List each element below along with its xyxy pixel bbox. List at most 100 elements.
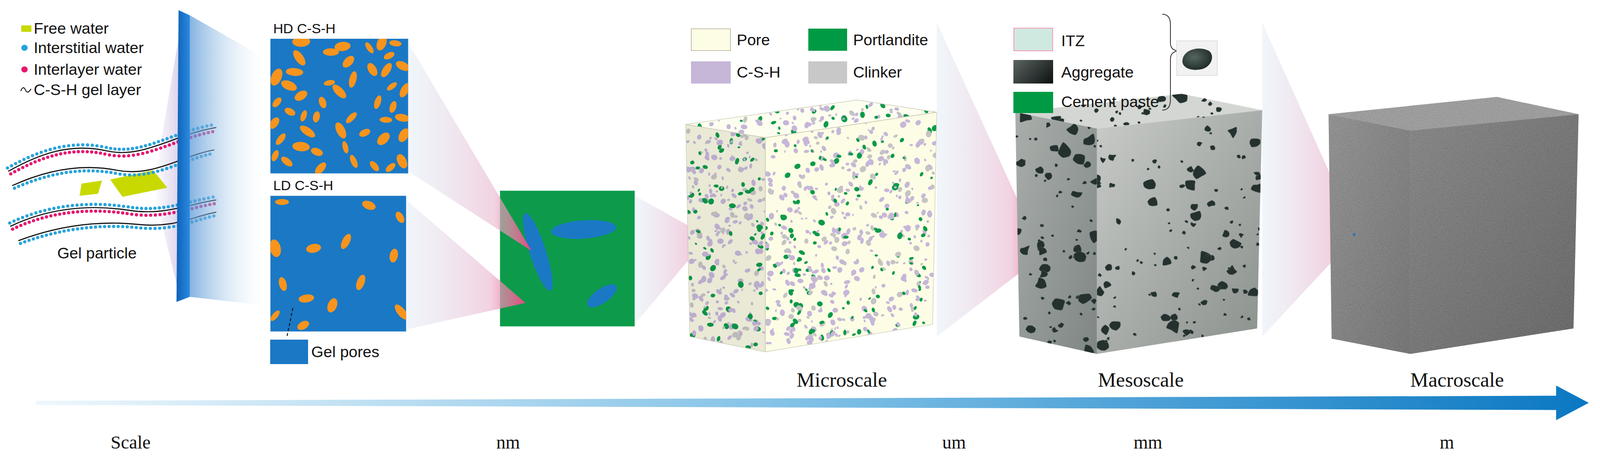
water-dot	[6, 166, 10, 170]
cement-matrix-square	[500, 190, 636, 327]
hd-csh-box: HD C-S-H	[270, 20, 408, 174]
csh-particles	[270, 199, 407, 332]
water-dot	[42, 175, 46, 180]
water-dot	[90, 143, 94, 147]
water-dot	[171, 141, 176, 146]
cube-face	[685, 124, 766, 353]
phase-particle	[930, 183, 936, 190]
aggregate-particle	[1222, 230, 1230, 238]
aggregate-particle	[1096, 139, 1099, 142]
phase-particle	[830, 116, 836, 121]
water-dot	[163, 212, 167, 216]
aggregate-particle	[1040, 270, 1049, 278]
aggregate-particle	[1190, 204, 1199, 211]
phase-particle	[902, 156, 906, 160]
aggregate-particle	[1104, 340, 1108, 343]
legend-interstitial-water: Interstitial water	[33, 38, 144, 57]
water-dot	[15, 225, 19, 230]
csh-particle	[270, 149, 280, 163]
zoom-fan	[189, 15, 271, 307]
phase-particle	[842, 117, 846, 121]
phase-particle	[874, 285, 877, 289]
phase-particle	[881, 266, 887, 272]
legend-itz: ITZ	[1061, 31, 1085, 50]
phase-particle	[873, 312, 878, 316]
water-dot	[66, 211, 71, 215]
water-dot	[130, 212, 134, 217]
water-dot	[57, 145, 61, 150]
aggregate-particle	[1083, 161, 1091, 169]
phase-particle	[903, 225, 906, 230]
phase-particle	[790, 289, 795, 293]
aggregate-particle	[1227, 127, 1237, 139]
phase-particle	[845, 187, 851, 193]
phase-particle	[764, 254, 773, 263]
phase-particle	[843, 192, 849, 196]
aggregate-particle	[1108, 154, 1117, 161]
phase-particle	[834, 333, 838, 338]
csh-particle	[374, 130, 393, 148]
aggregate-particle	[1023, 317, 1028, 321]
aggregate-particle	[1101, 325, 1110, 336]
aggregate-particle	[1115, 266, 1120, 271]
phase-particle	[912, 244, 921, 253]
phase-particle	[809, 106, 815, 112]
water-dot	[103, 152, 107, 156]
phase-particle	[893, 186, 897, 189]
water-dot	[121, 147, 126, 152]
phase-particle	[851, 213, 855, 217]
phase-particle	[829, 232, 837, 237]
phase-particle	[767, 236, 774, 242]
phase-particle	[855, 148, 860, 152]
csh-region	[583, 280, 621, 312]
phase-particle	[856, 194, 861, 198]
phase-particle	[817, 218, 826, 227]
phase-particle	[925, 242, 930, 248]
phase-particle	[812, 241, 818, 246]
water-dot	[47, 207, 51, 212]
csh-particle	[297, 293, 315, 304]
phase-particle	[856, 328, 862, 335]
aggregate-particle	[1021, 216, 1027, 221]
phase-particle	[885, 260, 891, 267]
aggregate-particle	[1180, 160, 1184, 164]
zoom-plane	[176, 10, 190, 303]
phase-particle	[790, 124, 799, 133]
aggregate-particle	[1223, 313, 1227, 316]
aggregate-particle	[1019, 245, 1030, 255]
legend-gel-layer: C-S-H gel layer	[33, 80, 141, 99]
phase-particle	[878, 196, 885, 204]
phase-particle	[885, 113, 891, 118]
water-dot	[135, 206, 139, 210]
phase-particle	[913, 235, 917, 239]
cube-texture	[1014, 111, 1103, 354]
csh-particle	[279, 154, 295, 169]
phase-particle	[850, 315, 855, 321]
aggregate-particle	[1092, 252, 1096, 255]
phase-particle	[851, 333, 857, 337]
phase-particle	[785, 325, 792, 333]
phase-particle	[874, 254, 879, 257]
phase-particle	[768, 212, 775, 220]
node-label: Microscale	[796, 369, 887, 393]
phase-particle	[910, 307, 915, 313]
phase-particle	[851, 171, 856, 178]
legend-cement-paste: Cement paste	[1061, 92, 1160, 111]
phase-particle	[869, 249, 874, 253]
phase-particle	[775, 209, 778, 213]
legend-swatch	[21, 66, 28, 73]
phase-particle	[780, 239, 788, 247]
phase-particle	[908, 267, 913, 273]
legend-text: Gel pores	[311, 343, 380, 362]
aggregate-particle	[1015, 135, 1019, 139]
aggregate-particle	[1148, 293, 1152, 297]
water-dot	[172, 211, 176, 215]
phase-particle	[772, 288, 777, 291]
phase-particle	[891, 271, 896, 276]
phase-particle	[788, 314, 794, 320]
aggregate-particle	[1054, 163, 1058, 168]
phase-particle	[809, 147, 816, 154]
csh-particle	[394, 112, 409, 123]
phase-particle	[811, 121, 816, 126]
